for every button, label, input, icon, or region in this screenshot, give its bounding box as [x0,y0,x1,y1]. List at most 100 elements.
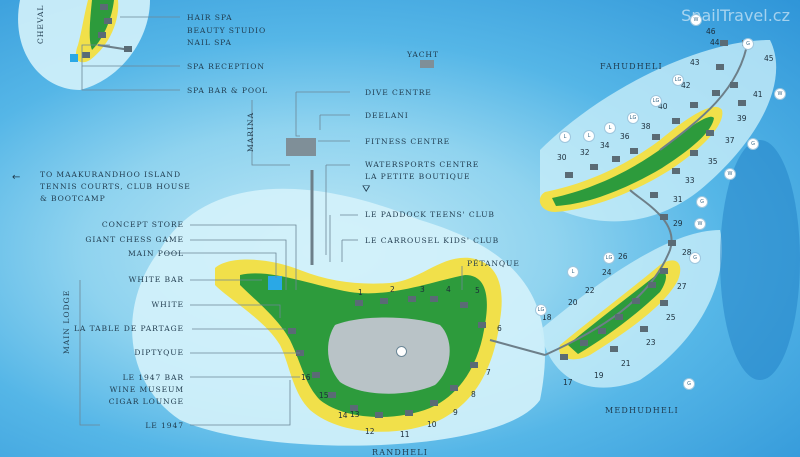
jetty-medhudheli [489,339,546,356]
yacht-shape [420,60,434,68]
villa-type-badge: G [683,378,695,390]
label-dive-centre: Dive Centre [365,88,432,97]
label-maakurandhoo: To Maakurandhoo Island [40,170,181,179]
label-tennis: Tennis Courts, Club House [40,182,191,191]
villa-number: 37 [725,136,735,145]
villa-number: 21 [621,359,631,368]
villa-number: 23 [646,338,656,347]
villa-number: 14 [338,411,348,420]
villas-fahudheli [565,40,750,178]
label-white-bar: White Bar [128,275,184,284]
villa-number: 40 [658,102,668,111]
villa-type-badge: G [742,38,754,50]
villa-number: 18 [542,313,552,322]
label-yacht: Yacht [407,50,439,59]
anchor-icon: ⛛ [362,184,371,195]
villa-type-badge: LG [603,252,615,264]
villa-number: 15 [319,391,329,400]
villa-number: 25 [666,313,676,322]
villa-type-badge: L [567,266,579,278]
label-fitness-centre: Fitness Centre [365,137,451,146]
villa-type-badge: LG [650,95,662,107]
villa-number: 16 [301,373,311,382]
villa-number: 34 [600,141,610,150]
villa-number: 5 [475,286,480,295]
walkway-fahudheli [659,39,749,151]
label-white: White [151,300,184,309]
marina-building [286,138,316,156]
villa-number: 26 [618,252,628,261]
label-carrousel: Le Carrousel Kids' Club [365,236,500,245]
villa-type-badge: LG [627,112,639,124]
villa-type-badge: W [774,88,786,100]
label-watersports: Watersports Centre [365,160,480,169]
villa-number: 6 [497,324,502,333]
label-spa-bar-pool: Spa Bar & Pool [187,86,269,95]
label-wine-museum: Wine Museum [109,385,184,394]
villa-number: 35 [708,157,718,166]
villa-number: 7 [486,368,491,377]
villa-number: 29 [673,219,683,228]
villa-type-badge: G [689,252,701,264]
main-lodge-label: MAIN LODGE [62,289,71,354]
villa-number: 11 [400,430,410,439]
label-cigar-lounge: Cigar Lounge [108,397,184,406]
villa-number: 22 [585,286,595,295]
label-le-1947: Le 1947 [145,421,184,430]
villa-number: 8 [471,390,476,399]
villa-type-badge: W [724,168,736,180]
villa-number: 39 [737,114,747,123]
villa-number: 1 [358,288,363,297]
label-chess: Giant Chess Game [85,235,184,244]
villa-type-badge: W [690,14,702,26]
label-petite-boutique: La Petite Boutique [365,172,471,181]
villa-type-badge: L [583,130,595,142]
island-fahudheli-label: FAHUDHELI [600,62,663,71]
villas-main [288,296,486,418]
villa-number: 13 [350,410,360,419]
villa-number: 12 [365,427,375,436]
island-randheli-label: RANDHELI [372,448,429,457]
villa-number: 10 [427,420,437,429]
villa-type-badge: G [747,138,759,150]
villa-number: 28 [682,248,692,257]
spa-pool-shape [70,54,78,62]
watermark: SnailTravel.cz [681,6,790,25]
label-hair-spa: Hair Spa [187,13,233,22]
marina-label: MARINA [246,111,255,152]
label-paddock: Le Paddock Teens' Club [365,210,495,219]
villa-number: 44 [710,38,720,47]
label-concept-store: Concept Store [101,220,184,229]
villa-number: 41 [753,90,763,99]
villa-type-badge: L [604,122,616,134]
label-nail-spa: Nail Spa [187,38,232,47]
info-icon [396,346,407,357]
veg-fahudheli [552,116,714,206]
walkway-medhudheli [544,189,673,356]
veg-cheval [89,0,114,50]
villa-number: 30 [557,153,567,162]
villa-number: 33 [685,176,695,185]
villa-number: 2 [390,285,395,294]
villa-type-badge: LG [672,74,684,86]
label-1947-bar: Le 1947 Bar [122,373,184,382]
label-petanque: Pétanque [467,259,520,268]
villas-medhudheli [560,192,676,360]
villa-number: 17 [563,378,573,387]
villa-number: 24 [602,268,612,277]
label-main-pool: Main Pool [127,249,184,258]
leader-lines [79,16,463,426]
villa-number: 27 [677,282,687,291]
label-bootcamp: & Bootcamp [40,194,106,203]
villa-number: 3 [420,285,425,294]
label-deelani: Deelani [365,111,409,120]
villa-type-badge: L [559,131,571,143]
label-spa-reception: Spa Reception [187,62,265,71]
island-fahudheli [539,106,723,212]
label-table-partage: La Table de Partage [73,324,184,333]
villa-number: 32 [580,148,590,157]
island-cheval-label: CHEVAL [36,4,45,44]
label-beauty-studio: Beauty Studio [187,26,267,35]
